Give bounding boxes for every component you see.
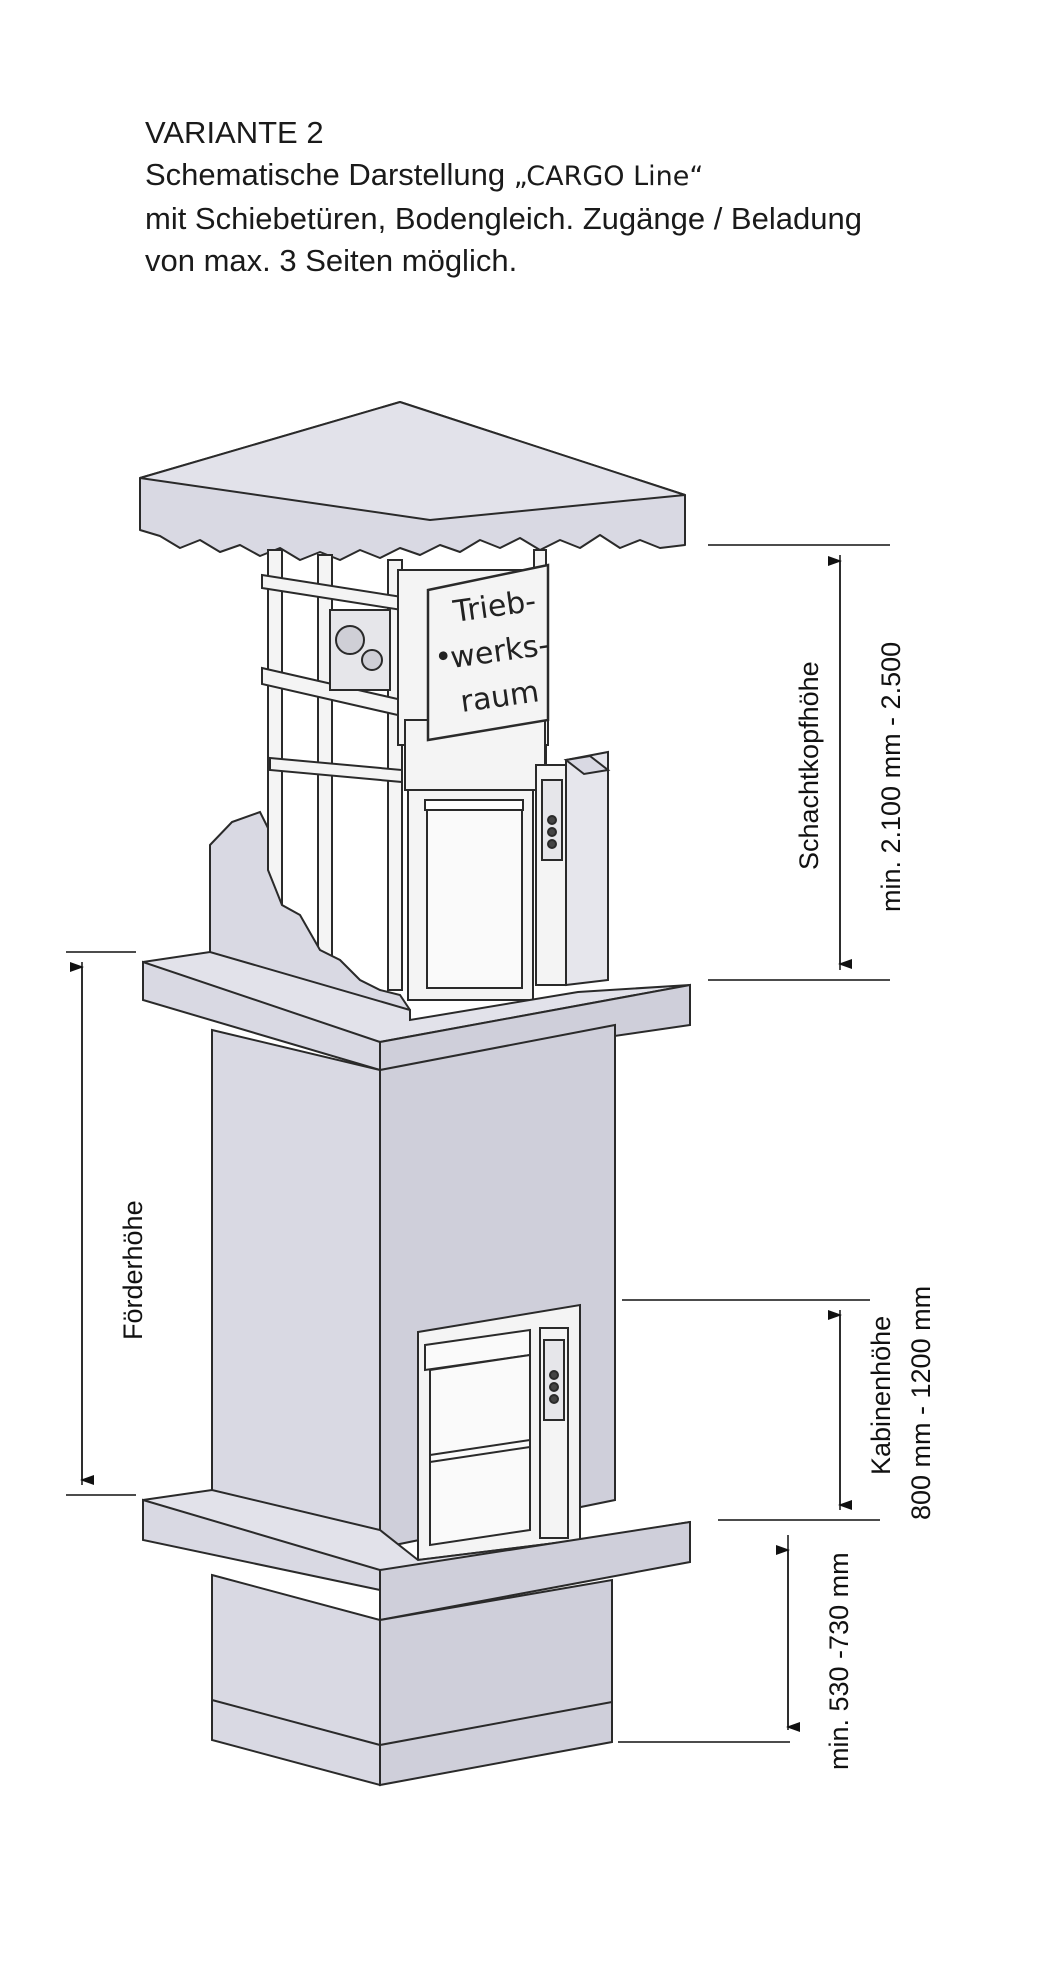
title-variant: VARIANTE 2 bbox=[145, 115, 324, 150]
lower-landing-door bbox=[417, 1303, 581, 1562]
pit-base bbox=[211, 1573, 613, 1787]
top-slab bbox=[139, 401, 686, 561]
title-schematic: Schematische Darstellung „CARGO Line“ bbox=[145, 154, 862, 198]
machine-room-bullet: • bbox=[432, 639, 454, 676]
title-description-line1: mit Schiebetüren, Bodengleich. Zugänge /… bbox=[145, 201, 862, 236]
pit-depth-value: min. 530 -730 mm bbox=[824, 1552, 854, 1770]
foerderhoehe-label: Förderhöhe bbox=[118, 1200, 148, 1340]
kabinen-label: Kabinenhöhe bbox=[866, 1316, 896, 1475]
product-name: „CARGO Line“ bbox=[513, 161, 704, 192]
upper-landing-door bbox=[407, 750, 611, 1001]
dimension-lines bbox=[66, 544, 890, 1743]
title-block: VARIANTE 2 Schematische Darstellung „CAR… bbox=[145, 112, 862, 282]
schachtkopf-label: Schachtkopfhöhe bbox=[794, 661, 824, 870]
title-schematic-prefix: Schematische Darstellung bbox=[145, 157, 514, 192]
kabinen-value: 800 mm - 1200 mm bbox=[906, 1286, 936, 1520]
schachtkopf-value: min. 2.100 mm - 2.500 bbox=[876, 642, 906, 912]
title-description-line2: von max. 3 Seiten möglich. bbox=[145, 243, 518, 278]
machine-room-door-panel: Trieb- • werks- raum bbox=[426, 563, 551, 742]
lower-slab bbox=[142, 1488, 691, 1622]
middle-slab bbox=[142, 950, 691, 1072]
